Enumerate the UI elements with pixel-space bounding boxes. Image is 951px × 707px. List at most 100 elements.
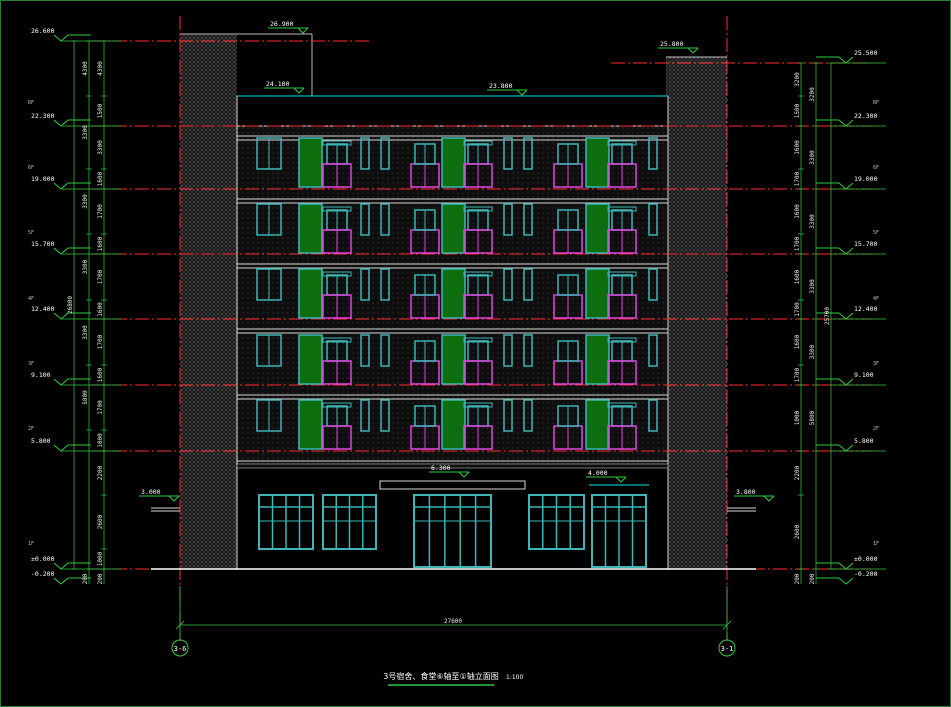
elevation-mark-left-triangle	[53, 378, 69, 386]
door-transom	[463, 271, 493, 277]
dim-chain-left-inner-text: 1700	[97, 334, 104, 349]
window-narrow	[380, 399, 390, 432]
door-transom	[463, 337, 493, 343]
dim-chain-left-inner-text: 1600	[97, 367, 104, 382]
floor-label-left: 4F	[28, 296, 34, 302]
window-narrow	[523, 203, 533, 236]
dim-chain-left-outer-text: 5800	[82, 390, 89, 405]
canopy-mark-sign: 6.300	[429, 464, 470, 478]
window-c2	[557, 274, 579, 296]
elevation-mark-right-triangle	[838, 312, 854, 320]
elevation-mark-right: 9.100	[816, 371, 874, 386]
dim-chain-right-inner-text: 1600	[794, 269, 801, 284]
dim-chain-right-inner-text: 1700	[794, 367, 801, 382]
window-narrow	[360, 399, 370, 432]
panel-green	[441, 203, 466, 254]
door-transom	[607, 402, 637, 408]
dim-chain-left-inner-text: 1500	[97, 103, 104, 118]
axis-label-right: 3-1	[721, 645, 734, 653]
window-narrow	[360, 268, 370, 301]
window-c1	[256, 137, 282, 170]
elevation-mark-right: 25.500	[816, 49, 878, 64]
dim-chain-left-outer-text: 4300	[82, 61, 89, 76]
dim-chain-right-inner-text: 3200	[794, 72, 801, 87]
top-mark-stair-right: 25.800	[658, 40, 699, 54]
dim-small-text: 200	[809, 573, 816, 584]
elevation-mark-right: 15.700	[816, 240, 878, 255]
elevation-mark-left: 12.400	[31, 305, 91, 320]
floor-label-left: 5F	[28, 230, 34, 236]
elevation-mark-left-triangle	[53, 444, 69, 452]
storefront-window	[322, 494, 377, 550]
dim-chain-right-inner-text: 2600	[794, 524, 801, 539]
window-narrow	[648, 268, 658, 301]
door-transom	[322, 271, 352, 277]
elevation-mark-left-label: 5.800	[31, 437, 51, 445]
elevation-mark-left: 19.000	[31, 175, 91, 190]
window-narrow	[648, 334, 658, 367]
storefront-window	[528, 494, 585, 550]
elevation-mark-left-triangle	[53, 119, 69, 127]
window-c1	[256, 268, 282, 301]
floor-label-right: 2F	[873, 426, 879, 432]
window-c1	[256, 399, 282, 432]
elevation-mark-right-triangle	[838, 562, 854, 570]
dim-chain-right-outer-text: 3200	[809, 87, 816, 102]
dim-chain-left-outer-text: 3300	[82, 194, 89, 209]
sign-board	[379, 480, 526, 490]
dim-chain-left-outer-text: 3300	[82, 125, 89, 140]
top-mark-roof: 23.800	[487, 82, 528, 96]
panel-green	[298, 268, 323, 319]
floor-label-right: 1F	[873, 541, 879, 547]
elevation-mark-left-triangle	[53, 182, 69, 190]
elevation-mark-left-triangle	[53, 577, 69, 585]
dim-small-text: 200	[794, 573, 801, 584]
storefront-window	[258, 494, 314, 550]
window-narrow	[380, 334, 390, 367]
dim-chain-left-inner-text: 1600	[97, 236, 104, 251]
window-narrow	[648, 203, 658, 236]
dim-chain-right-inner-text: 1700	[794, 236, 801, 251]
elevation-mark-left-triangle	[53, 562, 69, 570]
floor-label-left: 1F	[28, 541, 34, 547]
elevation-mark-right: 22.300	[816, 112, 878, 127]
window-narrow	[360, 137, 370, 170]
elevation-mark-left: 9.100	[31, 371, 91, 386]
canopy-mark-sign-triangle	[458, 471, 470, 478]
canopy-mark-left-label: 3.000	[141, 488, 161, 496]
top-mark-parapet: 24.100	[264, 80, 305, 94]
elevation-mark-left: -0.200	[31, 570, 91, 585]
dim-chain-right-outer-text: 3300	[809, 214, 816, 229]
elevation-mark-left: 22.300	[31, 112, 91, 127]
dim-chain-right-outer-text: 5800	[809, 410, 816, 425]
window-c2	[557, 143, 579, 165]
door-transom	[463, 402, 493, 408]
panel-green	[585, 203, 610, 254]
floor-label-right: 5F	[873, 230, 879, 236]
dim-chain-left-inner-text: 3300	[97, 140, 104, 155]
dim-chain-left-inner-text: 1000	[97, 551, 104, 566]
window-narrow	[523, 334, 533, 367]
panel-green	[585, 334, 610, 385]
window-c2	[557, 405, 579, 427]
elevation-mark-left: 26.600	[31, 27, 91, 42]
dim-small-text: 200	[97, 573, 104, 584]
window-narrow	[503, 334, 513, 367]
canopy-mark-entrance-label: 4.000	[588, 469, 608, 477]
door-transom	[322, 140, 352, 146]
drawing-scale: 1:100	[506, 674, 523, 681]
dim-chain-right-inner-text: 1600	[794, 334, 801, 349]
dim-chain-right-outer-text: 3300	[809, 279, 816, 294]
dim-chain-right-inner-text: 1700	[794, 302, 801, 317]
canopy-mark-sign-label: 6.300	[431, 464, 451, 472]
elevation-mark-left-label: 26.600	[31, 27, 55, 35]
main-entrance-door	[413, 494, 492, 568]
window-narrow	[380, 203, 390, 236]
elevation-mark-right-triangle	[838, 119, 854, 127]
elevation-mark-left: 15.700	[31, 240, 91, 255]
floor-label-right: 4F	[873, 296, 879, 302]
elevation-mark-right-label: 25.500	[854, 49, 878, 57]
panel-green	[441, 268, 466, 319]
elevation-mark-right-triangle	[838, 182, 854, 190]
